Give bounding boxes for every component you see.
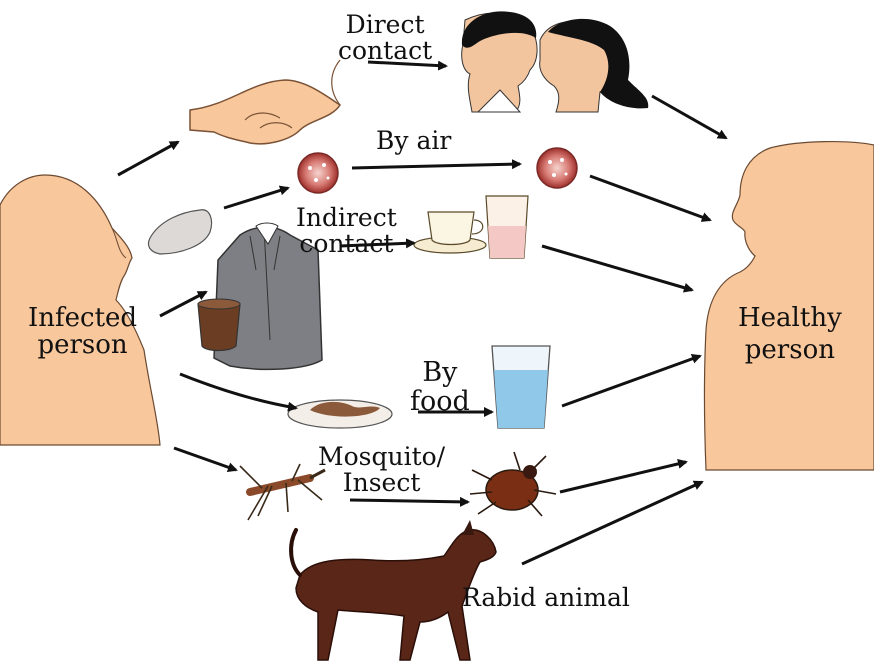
arrow: [224, 188, 288, 208]
kissing-couple-icon: [462, 11, 649, 112]
arrow: [562, 356, 700, 406]
arrow: [542, 246, 692, 290]
arrow: [118, 142, 178, 175]
glass-icon: [486, 196, 528, 258]
arrow: [174, 448, 236, 470]
by-food-label: By food: [410, 358, 470, 416]
arrow: [180, 374, 296, 408]
lungs-icon: [148, 210, 211, 254]
arrow: [652, 96, 726, 138]
water-glass-icon: [492, 346, 550, 428]
tick-insect-icon: [470, 452, 556, 516]
arrow: [560, 462, 686, 492]
handshake-icon: [190, 60, 340, 144]
teacup-icon: [414, 212, 486, 253]
arrow: [522, 482, 702, 564]
mosquito-insect-label: Mosquito/ Insect: [318, 444, 445, 496]
healthy-person-label: Healthy person: [738, 302, 842, 366]
infected-person-label: Infected person: [28, 305, 137, 359]
indirect-contact-label: Indirect contact: [296, 205, 397, 257]
arrow: [350, 500, 468, 502]
by-air-label: By air: [376, 128, 451, 154]
germ-icon: [298, 153, 338, 193]
rabid-animal-label: Rabid animal: [462, 585, 630, 611]
direct-contact-label: Direct contact: [338, 12, 432, 64]
germ-icon: [537, 148, 577, 188]
mosquito-icon: [240, 464, 325, 520]
food-plate-icon: [288, 400, 392, 428]
arrow: [352, 164, 520, 168]
cup-icon: [198, 299, 240, 351]
arrow: [590, 176, 710, 220]
